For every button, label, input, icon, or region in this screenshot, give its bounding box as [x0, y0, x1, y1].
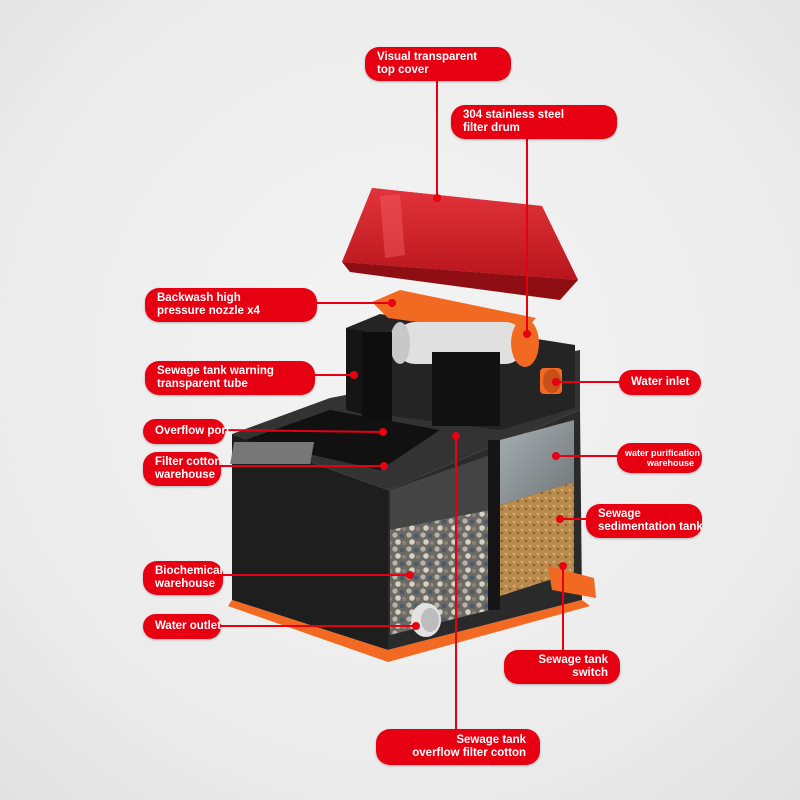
top-cover-shape — [342, 188, 578, 300]
label-overflow-port: Overflow port — [143, 419, 230, 444]
label-water-outlet: Water outlet — [143, 614, 221, 639]
label-water-inlet: Water inlet — [619, 370, 701, 395]
leader-dots — [350, 194, 567, 630]
filter-drum-shape — [362, 290, 539, 426]
leader-lines — [218, 76, 620, 736]
tank-sections — [230, 410, 574, 635]
